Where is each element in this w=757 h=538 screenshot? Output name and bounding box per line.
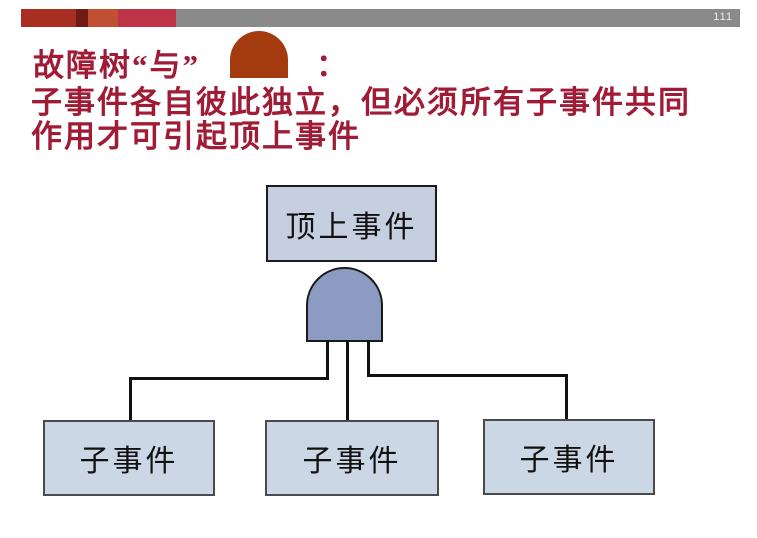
title-colon: ：	[316, 48, 347, 83]
top-event-box: 顶上事件	[266, 185, 437, 262]
connector-line	[326, 340, 329, 380]
connector-line	[367, 340, 370, 377]
child-event-box: 子事件	[265, 420, 439, 496]
bar-segment-4	[118, 9, 176, 27]
slide-title-body: 子事件各自彼此独立，但必须所有子事件共同 作用才可引起顶上事件	[31, 86, 691, 154]
bar-segment-1	[21, 9, 76, 27]
connector-line	[346, 340, 349, 422]
bar-segment-gray: 111	[176, 9, 740, 27]
slide-title-line1: 故障树“与”	[33, 48, 200, 83]
title-body-line-2: 作用才可引起顶上事件	[31, 119, 361, 154]
connector-line	[367, 374, 568, 377]
page-number: 111	[713, 11, 733, 23]
and-gate-icon	[230, 31, 288, 78]
child-event-box: 子事件	[43, 420, 215, 496]
child-event-label: 子事件	[302, 445, 402, 478]
top-decorative-bar: 111	[21, 9, 740, 27]
top-event-label: 顶上事件	[285, 210, 418, 244]
child-event-label: 子事件	[519, 444, 619, 477]
child-event-box: 子事件	[483, 419, 655, 495]
child-event-label: 子事件	[79, 445, 179, 478]
connector-line	[565, 374, 568, 422]
connector-line	[129, 377, 329, 380]
title-body-line-1: 子事件各自彼此独立，但必须所有子事件共同	[31, 85, 691, 120]
bar-segment-3	[88, 9, 118, 27]
and-gate-symbol	[306, 267, 383, 342]
connector-line	[129, 377, 132, 422]
bar-segment-2	[76, 9, 88, 27]
